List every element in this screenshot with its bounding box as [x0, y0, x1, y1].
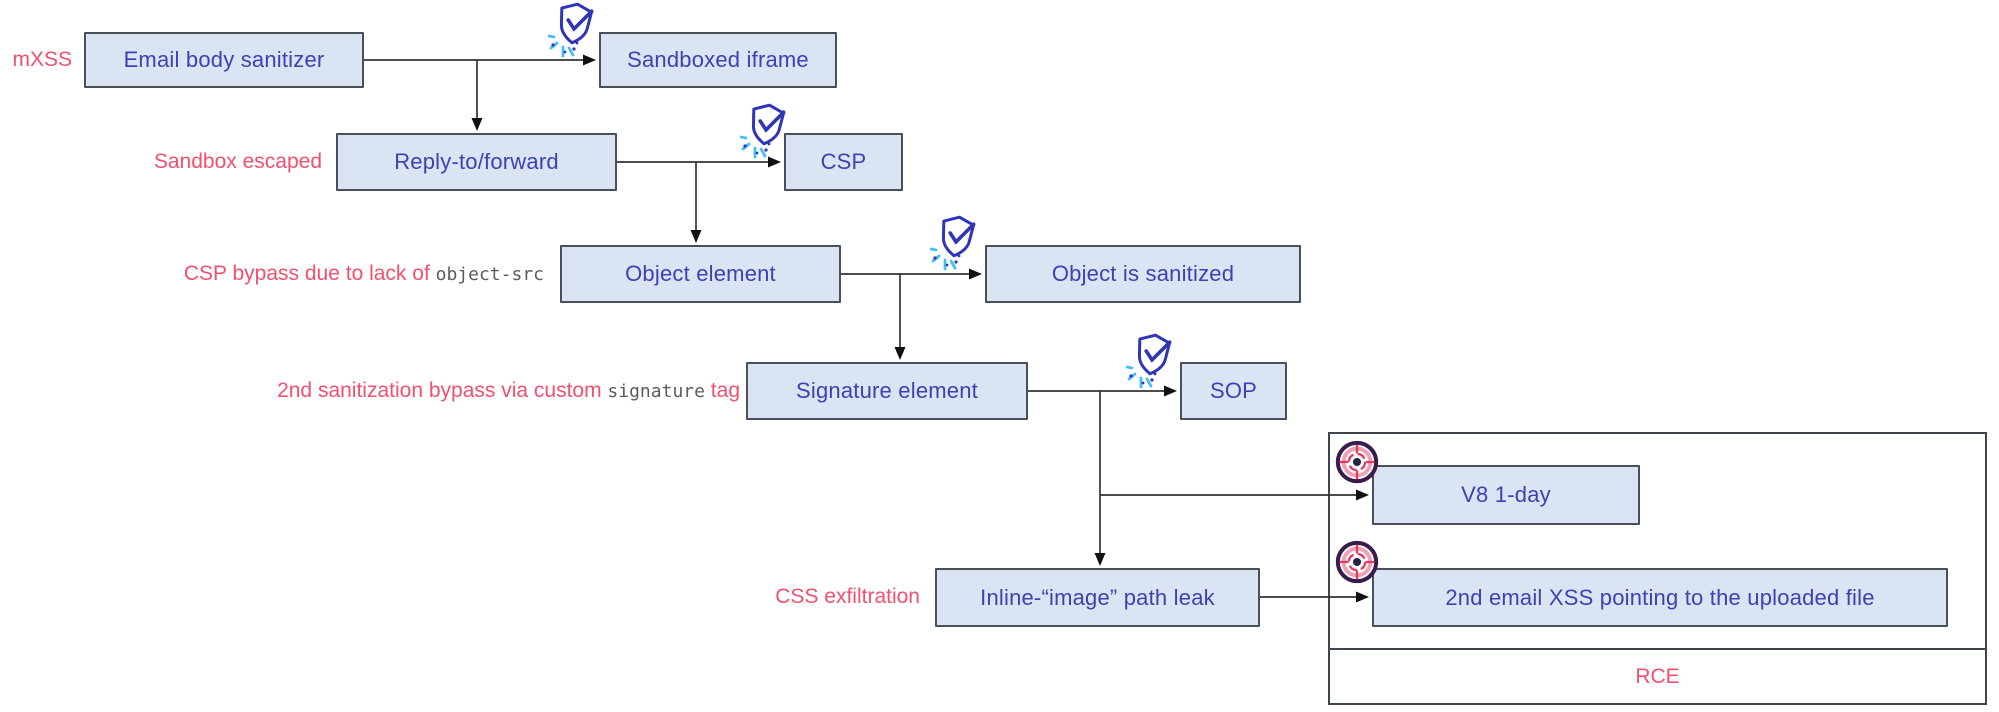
code-object-src: object-src [435, 264, 544, 285]
box-csp: CSP [784, 133, 903, 191]
rce-band: RCE [1330, 648, 1985, 703]
shield-bypass-icon [1125, 331, 1178, 389]
label-css-exfiltration: CSS exfiltration [775, 585, 920, 608]
box-v8-1day: V8 1-day [1372, 465, 1640, 525]
box-object-element: Object element [560, 245, 841, 303]
shield-bypass-icon [547, 0, 600, 58]
shield-bypass-icon [739, 101, 792, 159]
box-sop: SOP [1180, 362, 1287, 420]
label-mxss: mXSS [12, 48, 72, 71]
label-csp-bypass: CSP bypass due to lack of object-src [183, 262, 544, 285]
code-signature: signature [607, 381, 705, 402]
rce-label: RCE [1635, 664, 1680, 688]
box-inline-image-path-leak: Inline-“image” path leak [935, 568, 1260, 627]
box-2nd-email-xss: 2nd email XSS pointing to the uploaded f… [1372, 568, 1948, 627]
box-sandboxed-iframe: Sandboxed iframe [599, 32, 837, 88]
shield-bypass-icon [929, 213, 982, 271]
label-sanitization-bypass: 2nd sanitization bypass via custom signa… [277, 379, 740, 402]
target-impact-icon [1334, 538, 1380, 586]
box-signature-element: Signature element [746, 362, 1028, 420]
box-email-body-sanitizer: Email body sanitizer [84, 32, 364, 88]
box-object-is-sanitized: Object is sanitized [985, 245, 1301, 303]
label-sandbox-escaped: Sandbox escaped [153, 150, 322, 173]
target-impact-icon [1334, 438, 1380, 486]
box-reply-to-forward: Reply-to/forward [336, 133, 617, 191]
